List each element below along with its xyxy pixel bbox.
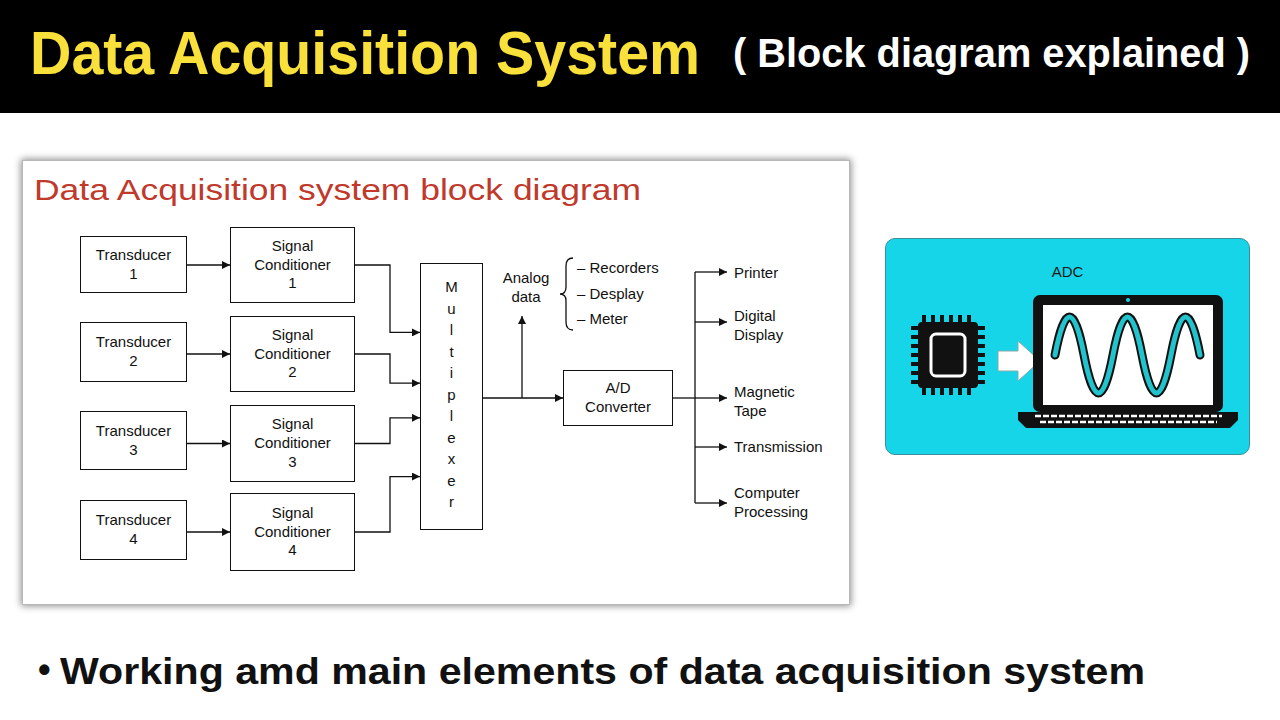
signal-conditioner-box: Signal Conditioner 2 xyxy=(230,316,355,392)
main-title: Data Acquisition System xyxy=(30,22,700,84)
box-text: A/D Converter xyxy=(575,379,661,417)
box-text: Transducer 3 xyxy=(91,422,177,460)
signal-conditioner-box: Signal Conditioner 1 xyxy=(230,227,355,303)
box-text: Multiplexer xyxy=(444,278,459,515)
output-label: – Meter xyxy=(577,310,628,329)
box-text: Transducer 1 xyxy=(91,246,177,284)
output-label: Computer Processing xyxy=(734,484,829,522)
transducer-box: Transducer 4 xyxy=(80,500,187,560)
box-text: Transducer 2 xyxy=(91,333,177,371)
transducer-box: Transducer 2 xyxy=(80,322,187,382)
output-label: – Desplay xyxy=(577,285,644,304)
transducer-box: Transducer 1 xyxy=(80,236,187,293)
output-label: Magnetic Tape xyxy=(734,383,814,421)
box-text: Signal Conditioner 3 xyxy=(250,415,336,471)
caption-text: Working amd main elements of data acquis… xyxy=(60,654,1145,690)
box-text: Signal Conditioner 2 xyxy=(250,326,336,382)
subtitle: ( Block diagram explained ) xyxy=(733,33,1250,73)
multiplexer-box: Multiplexer xyxy=(420,263,483,530)
adc-panel: ADC xyxy=(885,238,1250,455)
signal-conditioner-box: Signal Conditioner 4 xyxy=(230,493,355,571)
output-label: Printer xyxy=(734,264,778,283)
adc-box: A/D Converter xyxy=(563,370,673,426)
box-text: Signal Conditioner 1 xyxy=(250,237,336,293)
signal-label: Analog data xyxy=(490,269,562,307)
transducer-box: Transducer 3 xyxy=(80,411,187,470)
panel-label: ADC xyxy=(886,263,1249,281)
slide-panel: Data Acquisition system block diagramTra… xyxy=(22,160,850,605)
output-label: – Recorders xyxy=(577,259,659,278)
bullet-mark: • xyxy=(38,652,51,688)
slide-title: Data Acquisition system block diagram xyxy=(34,173,641,206)
box-text: Signal Conditioner 4 xyxy=(250,504,336,560)
output-label: Transmission xyxy=(734,438,823,457)
signal-conditioner-box: Signal Conditioner 3 xyxy=(230,405,355,482)
box-text: Transducer 4 xyxy=(91,511,177,549)
output-label: Digital Display xyxy=(734,307,804,345)
